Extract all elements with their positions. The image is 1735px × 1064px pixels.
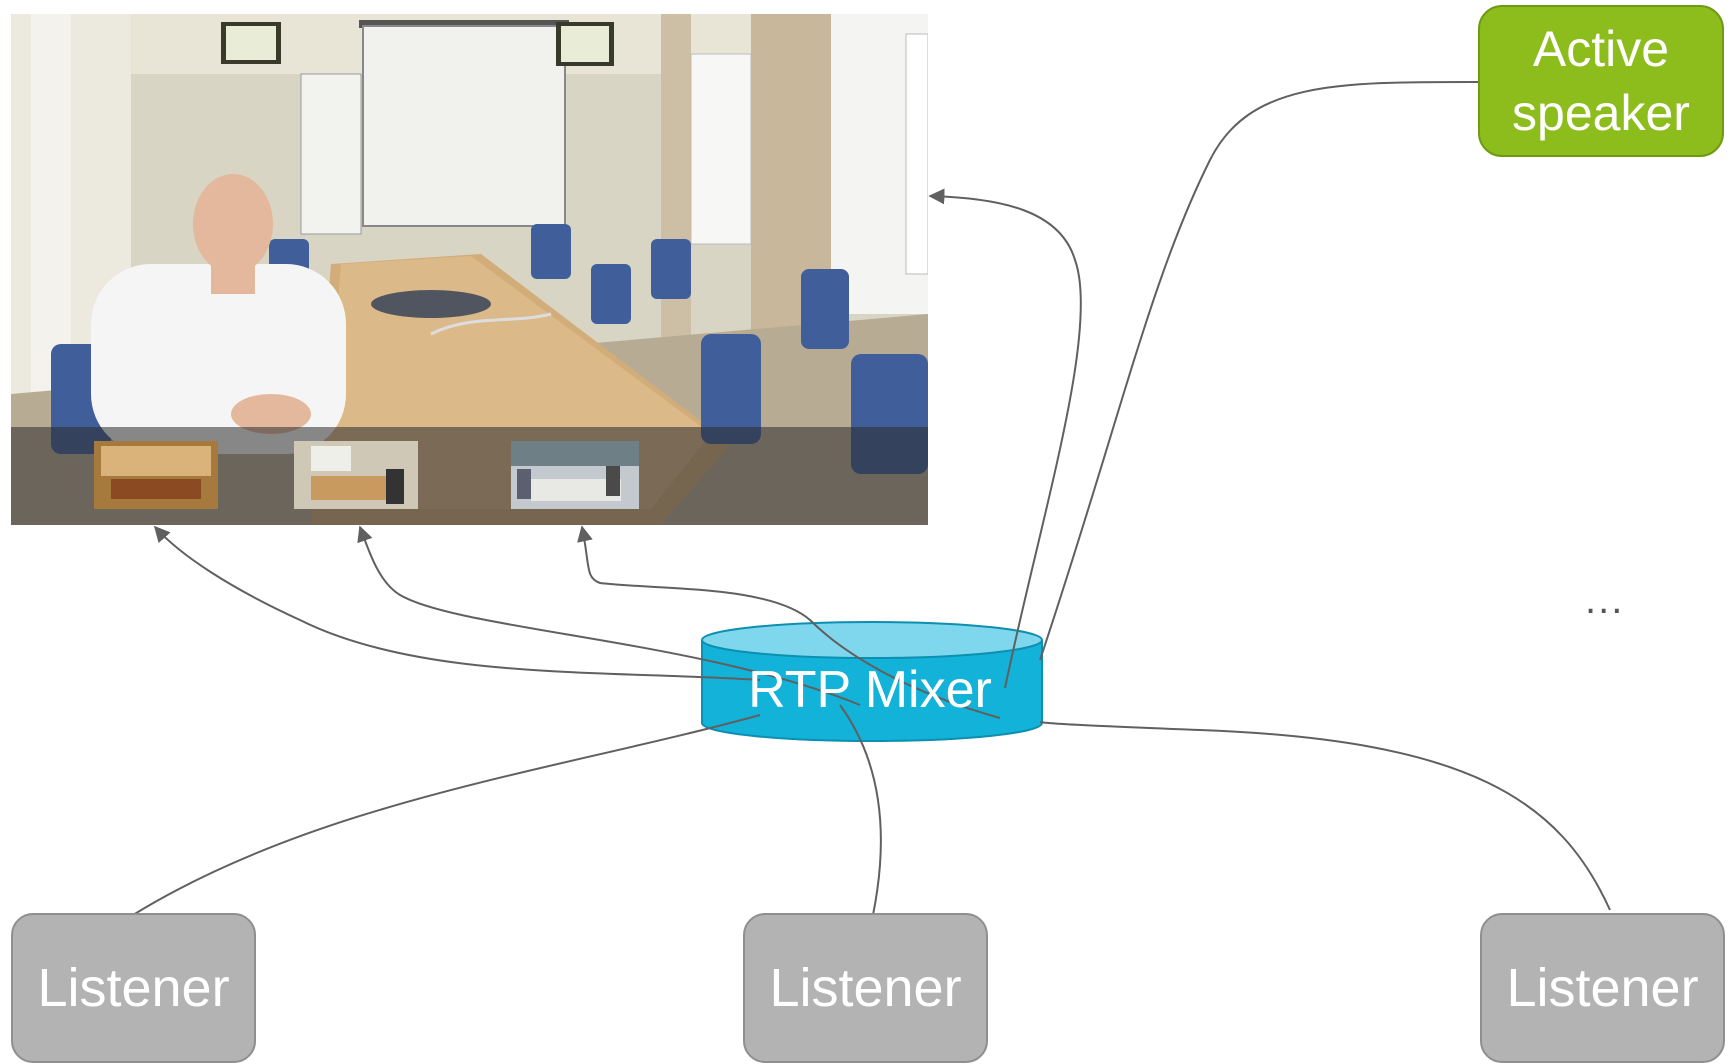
thumbnail-right (511, 441, 639, 509)
active-speaker-node: Active speaker (1478, 5, 1724, 157)
rtp-mixer-drum (701, 621, 1043, 742)
listener-left-node: Listener (11, 913, 256, 1063)
thumbnail-center (294, 441, 418, 509)
more-participants-ellipsis: ... (1585, 578, 1625, 622)
rtp-mixer-label: RTP Mixer (748, 661, 992, 719)
listener-center-line (839, 704, 882, 916)
listener-left-line (132, 714, 761, 916)
person-figure (91, 174, 346, 454)
listener-left-label: Listener (37, 958, 230, 1018)
video-frame (11, 14, 928, 525)
listener-right-label: Listener (1506, 958, 1699, 1018)
mixer-to-main-video-arrow (928, 188, 1082, 689)
mixer-to-thumbnail-right-arrow (577, 525, 1001, 719)
listener-right-line (1039, 721, 1611, 911)
mixer-to-thumbnail-left-arrow (153, 525, 761, 681)
mixer-to-thumbnail-center-arrow (357, 525, 861, 706)
thumbnail-left (94, 441, 218, 509)
speaker-to-mixer-line (1039, 80, 1486, 661)
listener-right-node: Listener (1480, 913, 1725, 1063)
active-speaker-label: Active speaker (1512, 21, 1690, 141)
listener-center-label: Listener (769, 958, 962, 1018)
projector-screen (359, 20, 569, 227)
listener-center-node: Listener (743, 913, 988, 1063)
